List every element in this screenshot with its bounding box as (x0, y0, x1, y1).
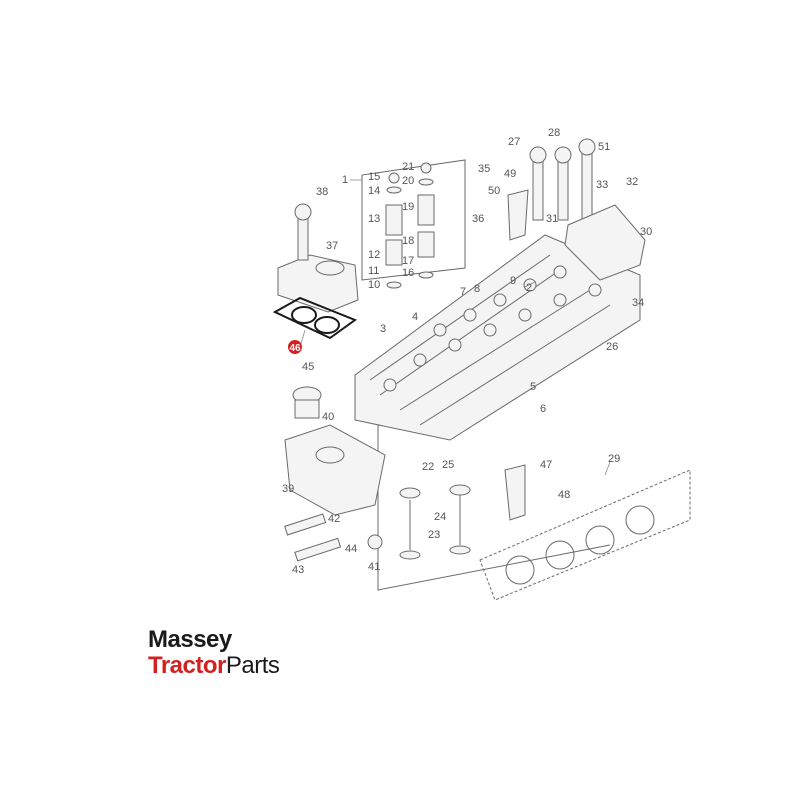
cylinder-head-detail (369, 254, 611, 426)
callout-26: 26 (606, 341, 618, 353)
callout-3: 3 (380, 323, 386, 335)
callout-2: 2 (526, 282, 532, 294)
callout-39: 39 (282, 483, 294, 495)
callout-33: 33 (596, 179, 608, 191)
brand-logo: Massey TractorParts (148, 626, 280, 679)
callout-16: 16 (402, 267, 414, 279)
callout-24: 24 (434, 511, 446, 523)
callout-18: 18 (402, 235, 414, 247)
callout-11: 11 (368, 265, 379, 277)
callout-labels: 1 2 3 4 5 6 7 8 9 10 11 12 13 14 15 16 1… (282, 127, 652, 576)
logo-parts-text: Parts (225, 652, 280, 679)
callout-4: 4 (412, 311, 418, 323)
callout-28: 28 (548, 127, 560, 139)
callout-25: 25 (442, 459, 454, 471)
head-gasket (479, 469, 691, 601)
callout-47: 47 (540, 459, 552, 471)
callout-21: 21 (402, 161, 414, 173)
callout-35: 35 (478, 163, 490, 175)
callout-7: 7 (460, 286, 466, 298)
callout-43: 43 (292, 564, 304, 576)
callout-14: 14 (368, 185, 380, 197)
callout-46: 46 (289, 343, 301, 354)
callout-23: 23 (428, 529, 440, 541)
callout-40: 40 (322, 411, 334, 423)
side-cover (564, 204, 646, 281)
callout-5: 5 (530, 381, 536, 393)
callout-44: 44 (345, 543, 357, 555)
cylinder-head (354, 234, 641, 441)
callout-30: 30 (640, 226, 652, 238)
callout-8: 8 (474, 283, 480, 295)
valve-group-bracket-lower (377, 420, 611, 591)
callout-15: 15 (368, 171, 380, 183)
gasket-46 (272, 296, 358, 340)
callout-20: 20 (402, 175, 414, 187)
callout-41: 41 (368, 561, 380, 573)
callout-22: 22 (422, 461, 434, 473)
callout-49: 49 (504, 168, 516, 180)
callout-51: 51 (598, 141, 610, 153)
callout-45: 45 (302, 361, 314, 373)
callout-50: 50 (488, 185, 500, 197)
callout-46-highlight: 46 (288, 340, 302, 354)
logo-line-1: Massey (148, 626, 232, 653)
callout-36: 36 (472, 213, 484, 225)
logo-tractor-text: Tractor (148, 652, 226, 679)
lifting-eye (507, 189, 529, 241)
callout-34: 34 (632, 297, 644, 309)
bracket (504, 464, 526, 521)
callout-1: 1 (342, 174, 348, 186)
bolts (284, 138, 596, 562)
callout-31: 31 (546, 213, 558, 225)
cylinder-head-bosses (383, 265, 602, 392)
valve-group-bracket (361, 159, 466, 281)
thermostat (292, 386, 322, 419)
callout-10: 10 (368, 279, 380, 291)
callout-37: 37 (326, 240, 338, 252)
callout-6: 6 (540, 403, 546, 415)
callout-48: 48 (558, 489, 570, 501)
callout-17: 17 (402, 255, 414, 267)
callout-38: 38 (316, 186, 328, 198)
callout-13: 13 (368, 213, 380, 225)
logo-line-2: TractorParts (148, 652, 280, 679)
callout-9: 9 (510, 275, 516, 287)
callout-12: 12 (368, 249, 380, 261)
callout-32: 32 (626, 176, 638, 188)
callout-29: 29 (608, 453, 620, 465)
callout-19: 19 (402, 201, 414, 213)
callout-27: 27 (508, 136, 520, 148)
water-outlet-housing (284, 424, 386, 516)
valves (399, 484, 471, 560)
callout-42: 42 (328, 513, 340, 525)
valve-springs (385, 162, 435, 289)
